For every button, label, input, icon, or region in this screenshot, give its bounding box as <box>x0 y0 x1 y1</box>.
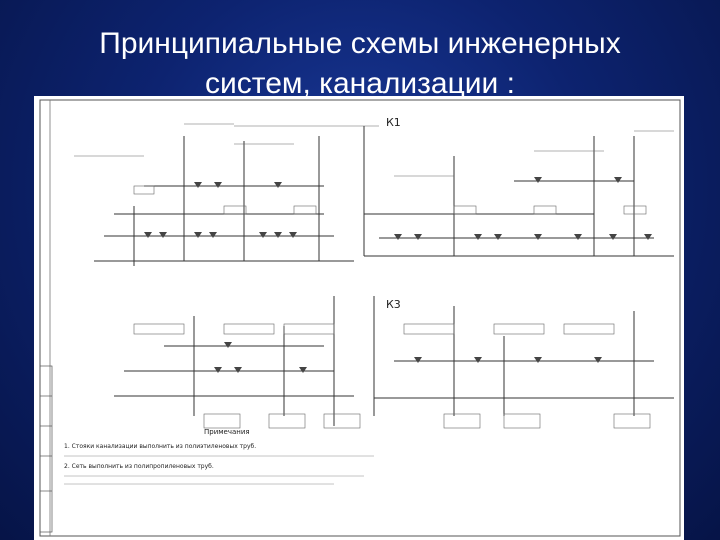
note-1: 1. Стояки канализации выполнить из полиэ… <box>64 443 256 450</box>
scheme-drawing: К1 <box>34 96 684 540</box>
upper-callouts <box>74 123 674 215</box>
scheme-label-k3: К3 <box>386 298 401 311</box>
title-line-1: Принципиальные схемы инженерных <box>99 27 621 60</box>
drawing-frame <box>39 99 681 537</box>
drawing-canvas: К1 <box>39 99 681 537</box>
upper-scheme-fixtures <box>144 177 652 240</box>
scheme-label-k1: К1 <box>386 116 401 129</box>
title-block-strip <box>39 365 53 533</box>
notes-heading: Примечания <box>204 428 250 436</box>
lower-scheme-fixtures <box>214 342 602 373</box>
lower-callouts <box>133 323 651 429</box>
title-line-2: систем, канализации : <box>205 67 515 100</box>
notes-lines <box>64 455 374 485</box>
note-2: 2. Сеть выполнить из полипропиленовых тр… <box>64 463 214 470</box>
lower-scheme-pipes <box>114 296 674 426</box>
slide-title: Принципиальные схемы инженерных систем, … <box>60 24 660 104</box>
upper-scheme-pipes <box>94 126 674 266</box>
